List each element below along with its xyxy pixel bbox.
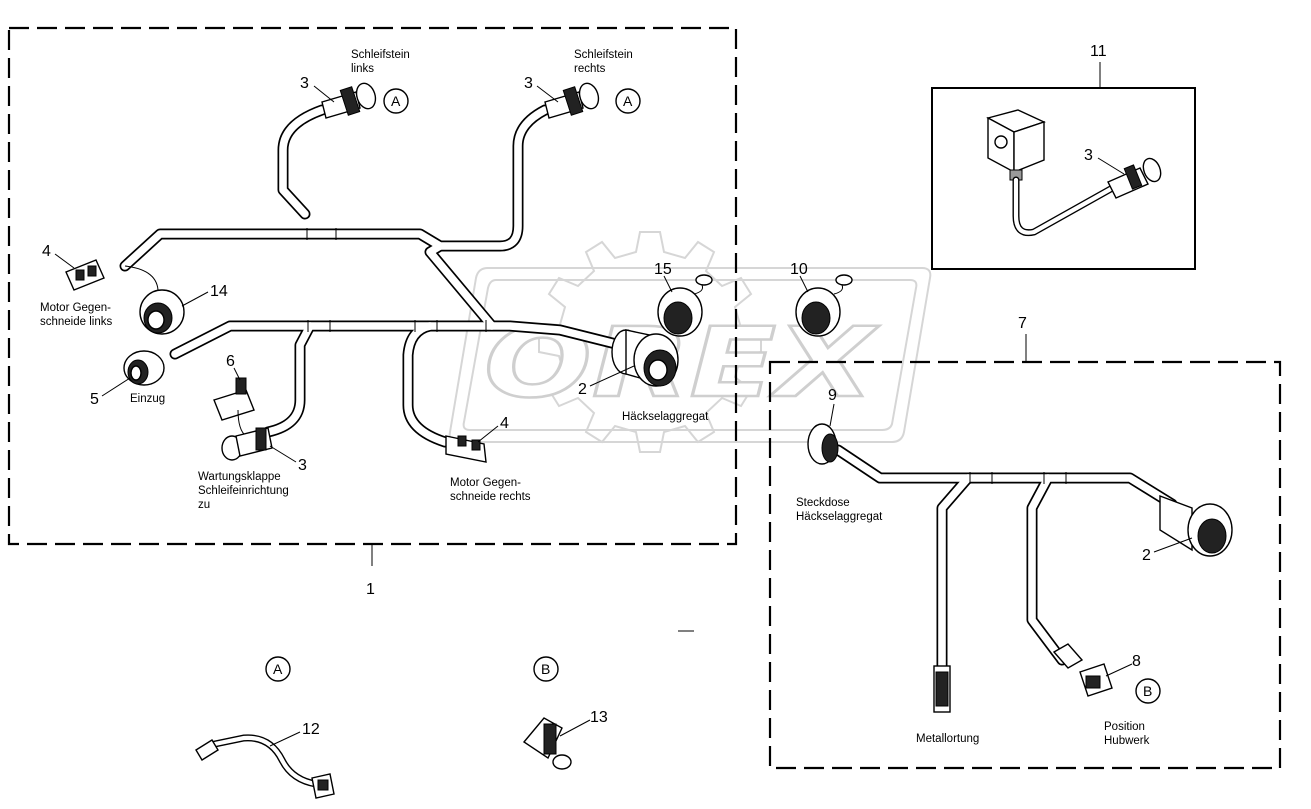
label-steckdose-2: Häckselaggregat [796, 511, 883, 523]
callout-2-box1: 2 [578, 381, 587, 398]
callout-6: 6 [226, 353, 235, 370]
cap-14 [124, 265, 185, 335]
ref-a-links-text: A [391, 93, 401, 109]
sensor-11 [986, 109, 1162, 237]
callout-15: 15 [654, 261, 672, 278]
sensor-13 [522, 717, 572, 770]
label-schleifstein-rechts-1: Schleifstein [574, 49, 633, 61]
connector-4-motor-links [65, 259, 105, 291]
ref-b-detail-text: B [541, 661, 550, 677]
ref-a-rechts-text: A [623, 93, 633, 109]
label-motor-rechts-2: schneide rechts [450, 491, 531, 503]
ref-b-detail [533, 656, 559, 682]
callout-8: 8 [1132, 653, 1141, 670]
callout-13: 13 [590, 709, 608, 726]
connector-8 [1052, 643, 1113, 697]
callout-7: 7 [1018, 315, 1027, 332]
label-steckdose-1: Steckdose [796, 497, 850, 509]
connector-2-box7 [1159, 494, 1233, 557]
label-schleifstein-links-1: Schleifstein [351, 49, 410, 61]
callout-5: 5 [90, 391, 99, 408]
assembly-7-frame [768, 360, 1282, 770]
connector-3-schleifstein-links [321, 82, 377, 119]
connector-5-einzug [123, 350, 165, 386]
callout-14: 14 [210, 283, 228, 300]
label-schleifstein-links-2: links [351, 63, 374, 75]
connector-3-schleifstein-rechts [544, 82, 600, 119]
connector-6 [213, 377, 255, 437]
callout-11: 11 [1090, 43, 1107, 60]
callout-4-rechts: 4 [500, 415, 509, 432]
assembly-11-frame [931, 87, 1196, 270]
label-wartungsklappe-1: Wartungsklappe [198, 471, 281, 483]
callout-1: 1 [366, 581, 375, 598]
callout-3-box11: 3 [1084, 147, 1093, 164]
callout-10: 10 [790, 261, 808, 278]
label-haeckselaggregat: Häckselaggregat [622, 411, 709, 423]
connector-3-wartungsklappe [221, 427, 273, 461]
label-wartungsklappe-2: Schleifeinrichtung [198, 485, 289, 497]
ref-b-box7-text: B [1143, 683, 1152, 699]
cable-12 [195, 734, 335, 799]
label-motor-links-1: Motor Gegen- [40, 302, 111, 314]
callout-3-links: 3 [300, 75, 309, 92]
harness-7-cables [832, 444, 1178, 674]
label-wartungsklappe-3: zu [198, 499, 210, 511]
label-einzug: Einzug [130, 393, 165, 405]
callout-3-rechts: 3 [524, 75, 533, 92]
ref-a-links [383, 88, 409, 114]
main-harness-cables [119, 104, 626, 448]
cap-10 [795, 274, 853, 337]
callout-12: 12 [302, 721, 320, 738]
label-schleifstein-rechts-2: rechts [574, 63, 606, 75]
callout-2-box7: 2 [1142, 547, 1151, 564]
connector-2-haeckselaggregat [611, 329, 679, 387]
label-motor-rechts-1: Motor Gegen- [450, 477, 521, 489]
callout-9: 9 [828, 387, 837, 404]
label-hubwerk: Hubwerk [1104, 735, 1150, 747]
callout-4-links: 4 [42, 243, 51, 260]
callout-3-wartung: 3 [298, 457, 307, 474]
label-motor-links-2: schneide links [40, 316, 112, 328]
label-metallortung: Metallortung [916, 733, 979, 745]
connector-4-motor-rechts [445, 435, 487, 463]
cap-15 [657, 274, 713, 337]
sensor-metallortung [933, 665, 951, 713]
ref-a-detail-text: A [273, 661, 283, 677]
label-position: Position [1104, 721, 1145, 733]
ref-a-detail [265, 656, 291, 682]
ref-a-rechts [615, 88, 641, 114]
ref-b-box7 [1135, 678, 1161, 704]
socket-9 [807, 423, 839, 465]
